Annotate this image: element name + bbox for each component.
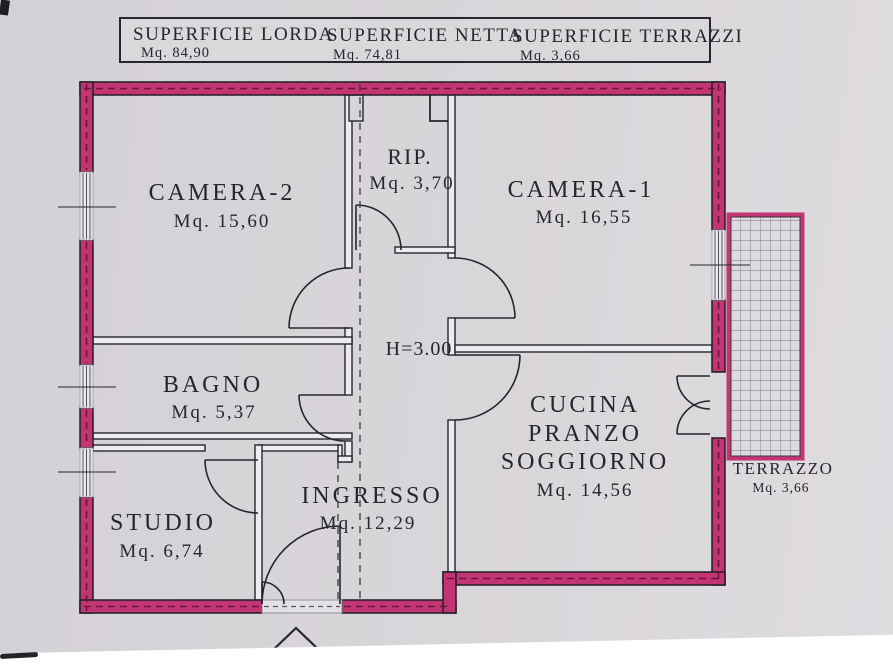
room-labels: CAMERA-2 Mq. 15,60 RIP. Mq. 3,70 CAMERA-… [110,144,834,562]
windows [58,171,750,498]
room-area-ingresso: Mq. 12,29 [320,513,417,534]
door-bagno [298,394,346,442]
room-area-rip: Mq. 3,70 [369,173,454,194]
door-swings [204,204,711,605]
door-terrace-french [676,375,711,435]
room-label-bagno: BAGNO [163,372,263,398]
room-label-cucina-line2: PRANZO [528,421,642,447]
room-label-terrazzo: TERRAZZO [733,459,834,478]
room-label-ingresso: INGRESSO [301,483,442,509]
door-studio [204,459,259,514]
room-label-studio: STUDIO [110,510,216,536]
stat-value-netta: Mq. 74,81 [333,47,402,63]
door-entrance-main [261,525,341,605]
wall-centerlines [84,84,721,611]
room-label-cucina-line3: SOGGIORNO [501,449,669,475]
header-box: SUPERFICIE LORDA Mq. 84,90 SUPERFICIE NE… [119,17,743,64]
window-camera1-terrace [690,229,750,301]
section-lines [337,84,361,600]
door-entrance-small [261,581,285,605]
room-area-camera1: Mq. 16,55 [536,207,633,228]
stat-label-netta: SUPERFICIE NETTA [327,25,523,46]
door-rip [355,204,402,251]
room-label-rip: RIP. [387,144,432,169]
window-bagno [58,364,116,409]
ceiling-height-note: H=3.00 [386,338,453,360]
room-area-studio: Mq. 6,74 [119,541,204,562]
window-studio [58,447,116,498]
room-label-camera2: CAMERA-2 [149,180,296,206]
room-label-cucina-line1: CUCINA [530,392,640,418]
room-area-bagno: Mq. 5,37 [171,402,256,423]
door-camera2 [288,267,350,329]
stat-value-lorda: Mq. 84,90 [141,45,210,61]
stat-label-terrazzi: SUPERFICIE TERRAZZI [512,26,743,47]
entrance-threshold [261,599,343,614]
room-area-camera2: Mq. 15,60 [174,211,271,232]
stat-label-lorda: SUPERFICIE LORDA [133,24,334,45]
stat-value-terrazzi: Mq. 3,66 [520,48,581,64]
room-area-terrazzo: Mq. 3,66 [752,480,809,495]
terrace [726,212,805,461]
window-camera2 [58,171,116,241]
room-area-cucina: Mq. 14,56 [537,480,634,501]
door-camera1 [454,257,516,319]
room-label-camera1: CAMERA-1 [508,177,655,203]
door-cucina [454,354,521,421]
